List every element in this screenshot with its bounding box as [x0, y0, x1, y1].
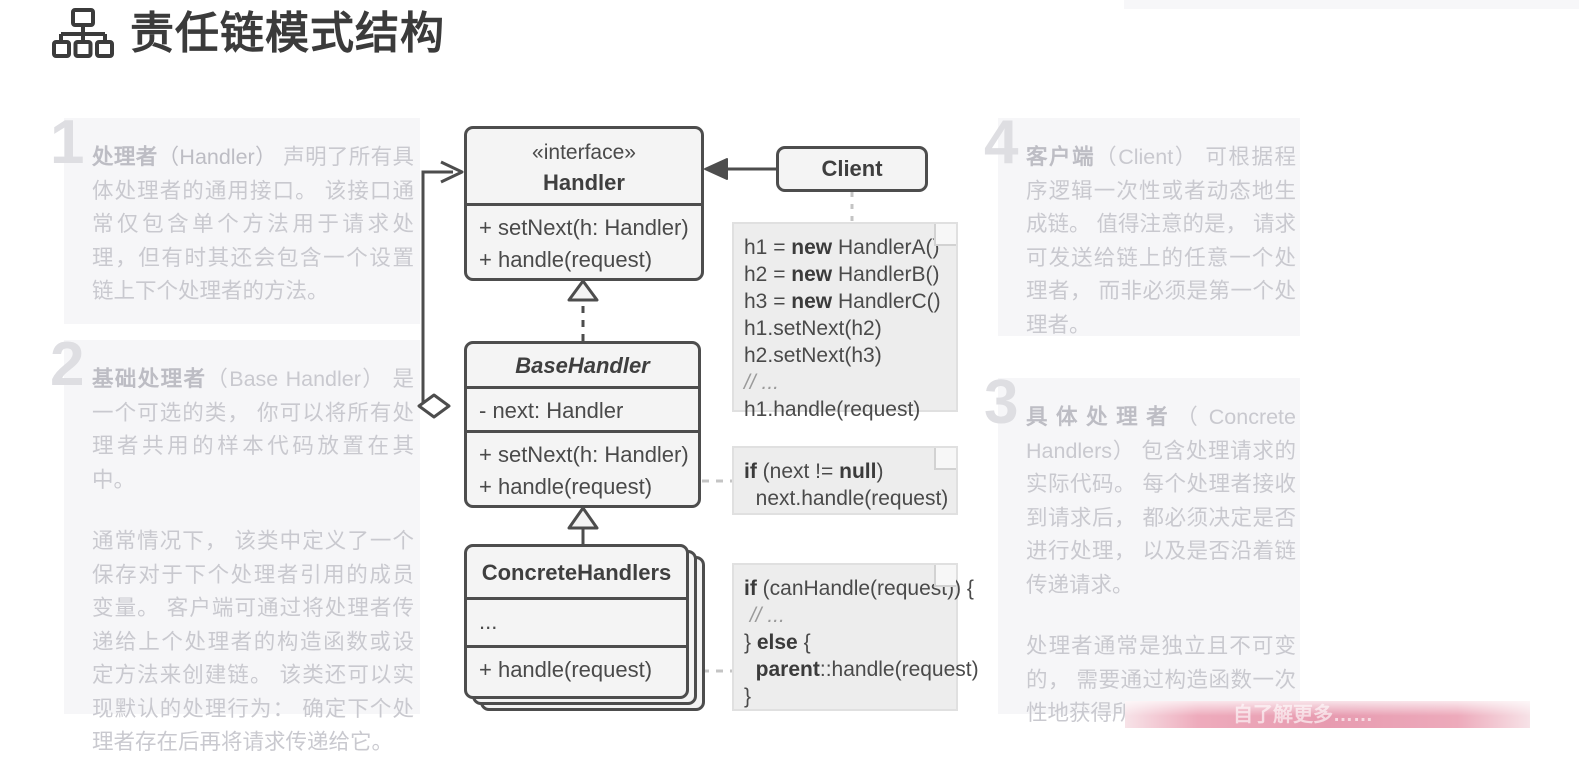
panel-number: 3: [984, 368, 1019, 437]
base-handler-title-section: BaseHandler: [467, 344, 698, 386]
uml-class-handler[interactable]: «interface» Handler + setNext(h: Handler…: [464, 126, 704, 281]
top-edge-strip: [1124, 0, 1579, 9]
description-panel-client: 4 客户端（Client） 可根据程序逻辑一次性或者动态地生成链。 值得注意的是…: [984, 112, 1300, 337]
base-handler-fields-section: - next: Handler: [467, 386, 698, 430]
handler-name: Handler: [543, 170, 625, 195]
panel-term: 处理者: [92, 145, 158, 169]
concrete-handlers-title-section: ConcreteHandlers: [467, 547, 686, 597]
code-line: h3 = new HandlerC(): [744, 290, 941, 313]
note-fold-corner: [934, 565, 956, 587]
code-note-base-handler-text: if (next != null) next.handle(request): [744, 458, 956, 512]
description-panel-base-handler: 2 基础处理者（Base Handler） 是一个可选的类， 你可以将所有处理者…: [50, 334, 420, 754]
code-line: h1 = new HandlerA(): [744, 236, 940, 259]
panel-text: 客户端（Client） 可根据程序逻辑一次性或者动态地生成链。 值得注意的是， …: [1026, 141, 1296, 342]
panel-number: 1: [50, 108, 85, 177]
code-note-concrete-handlers: if (canHandle(request)) { // ... } else {…: [732, 563, 979, 711]
description-panel-concrete-handlers: 3 具体处理者（ Concrete Handlers） 包含处理请求的实际代码。…: [984, 372, 1300, 725]
code-note-base-handler: if (next != null) next.handle(request): [732, 446, 958, 515]
uml-class-concrete-handlers[interactable]: ConcreteHandlers ... + handle(request): [464, 544, 689, 699]
code-line: if (next != null): [744, 460, 884, 483]
panel-text: 基础处理者（Base Handler） 是一个可选的类， 你可以将所有处理者共用…: [92, 363, 414, 760]
code-line: // ...: [744, 604, 785, 627]
handler-method: + handle(request): [479, 247, 653, 272]
handler-method: + setNext(h: Handler): [479, 215, 689, 240]
code-line: h1.setNext(h2): [744, 317, 882, 340]
panel-text: 处理者（Handler） 声明了所有具体处理者的通用接口。 该接口通常仅包含单个…: [92, 141, 414, 309]
panel-term: 具体处理者: [1026, 405, 1177, 429]
description-panel-handler: 1 处理者（Handler） 声明了所有具体处理者的通用接口。 该接口通常仅包含…: [50, 112, 420, 324]
base-handler-method: + handle(request): [479, 474, 653, 499]
panel-term-en: （Handler）: [157, 145, 277, 169]
client-to-handler-arrow: [704, 158, 776, 180]
code-note-concrete-handlers-text: if (canHandle(request)) { // ... } else {…: [744, 575, 979, 710]
panel-body: 可根据程序逻辑一次性或者动态地生成链。 值得注意的是， 请求可发送给链上的任意一…: [1026, 145, 1296, 337]
concrete-handlers-methods-section: + handle(request): [467, 645, 686, 692]
code-line: next.handle(request): [744, 487, 949, 510]
code-line: h2.setNext(h3): [744, 344, 882, 367]
base-handler-method: + setNext(h: Handler): [479, 442, 689, 467]
base-handler-name: BaseHandler: [515, 353, 650, 378]
panel-number: 2: [50, 330, 85, 399]
generalization-concrete-to-base: [567, 506, 599, 544]
aggregation-base-to-handler: [417, 160, 464, 419]
code-line: // ...: [744, 371, 780, 394]
panel-body: 声明了所有具体处理者的通用接口。 该接口通常仅包含单个方法用于请求处理，但有时其…: [92, 145, 414, 303]
code-note-client: h1 = new HandlerA() h2 = new HandlerB() h3…: [732, 222, 958, 421]
concrete-handlers-name: ConcreteHandlers: [481, 560, 672, 585]
code-line: if (canHandle(request)) {: [744, 577, 974, 600]
concrete-handlers-fields-section: ...: [467, 597, 686, 645]
uml-class-base-handler[interactable]: BaseHandler - next: Handler + setNext(h:…: [464, 341, 701, 508]
panel-text: 具体处理者（ Concrete Handlers） 包含处理请求的实际代码。 每…: [1026, 401, 1296, 731]
panel-body: 是一个可选的类， 你可以将所有处理者共用的样本代码放置在其中。: [92, 367, 414, 492]
uml-class-client[interactable]: Client: [776, 146, 928, 192]
note-fold-corner: [934, 448, 956, 470]
note-fold-corner: [934, 224, 956, 246]
panel-term-en: （Client）: [1095, 145, 1198, 169]
code-line: } else {: [744, 631, 811, 654]
handler-title-section: «interface» Handler: [467, 129, 701, 203]
code-line: }: [744, 685, 752, 708]
concrete-handlers-method: + handle(request): [479, 657, 653, 682]
handler-methods-section: + setNext(h: Handler) + handle(request): [467, 203, 701, 282]
base-handler-methods-section: + setNext(h: Handler) + handle(request): [467, 430, 698, 509]
panel-term: 客户端: [1026, 145, 1096, 169]
banner-fade-overlay: [1125, 701, 1530, 728]
code-line: h2 = new HandlerB(): [744, 263, 940, 286]
panel-body-2: 通常情况下， 该类中定义了一个保存对于下个处理者引用的成员变量。 客户端可通过将…: [92, 529, 414, 754]
code-note-client-text: h1 = new HandlerA() h2 = new HandlerB() h3…: [744, 234, 956, 423]
panel-term: 基础处理者: [92, 367, 207, 391]
handler-stereotype: «interface»: [532, 141, 636, 164]
panel-body: 包含处理请求的实际代码。 每个处理者接收到请求后， 都必须决定是否进行处理， 以…: [1026, 438, 1296, 597]
page-title: 责任链模式结构: [130, 9, 445, 58]
promo-banner[interactable]: 自了解更多……: [1125, 701, 1530, 728]
code-line: h1.handle(request): [744, 398, 921, 421]
concrete-handlers-field: ...: [479, 609, 498, 634]
panel-term-en: （Base Handler）: [206, 367, 386, 391]
hierarchy-icon: [52, 8, 114, 58]
panel-term-en: （ Concrete Handlers）: [1026, 405, 1296, 463]
page-title-row: 责任链模式结构: [52, 8, 445, 60]
code-line: parent::handle(request): [755, 658, 979, 681]
client-name: Client: [821, 156, 883, 181]
panel-number: 4: [984, 108, 1019, 177]
base-handler-field: - next: Handler: [479, 398, 624, 423]
realization-base-to-handler: [567, 279, 599, 341]
